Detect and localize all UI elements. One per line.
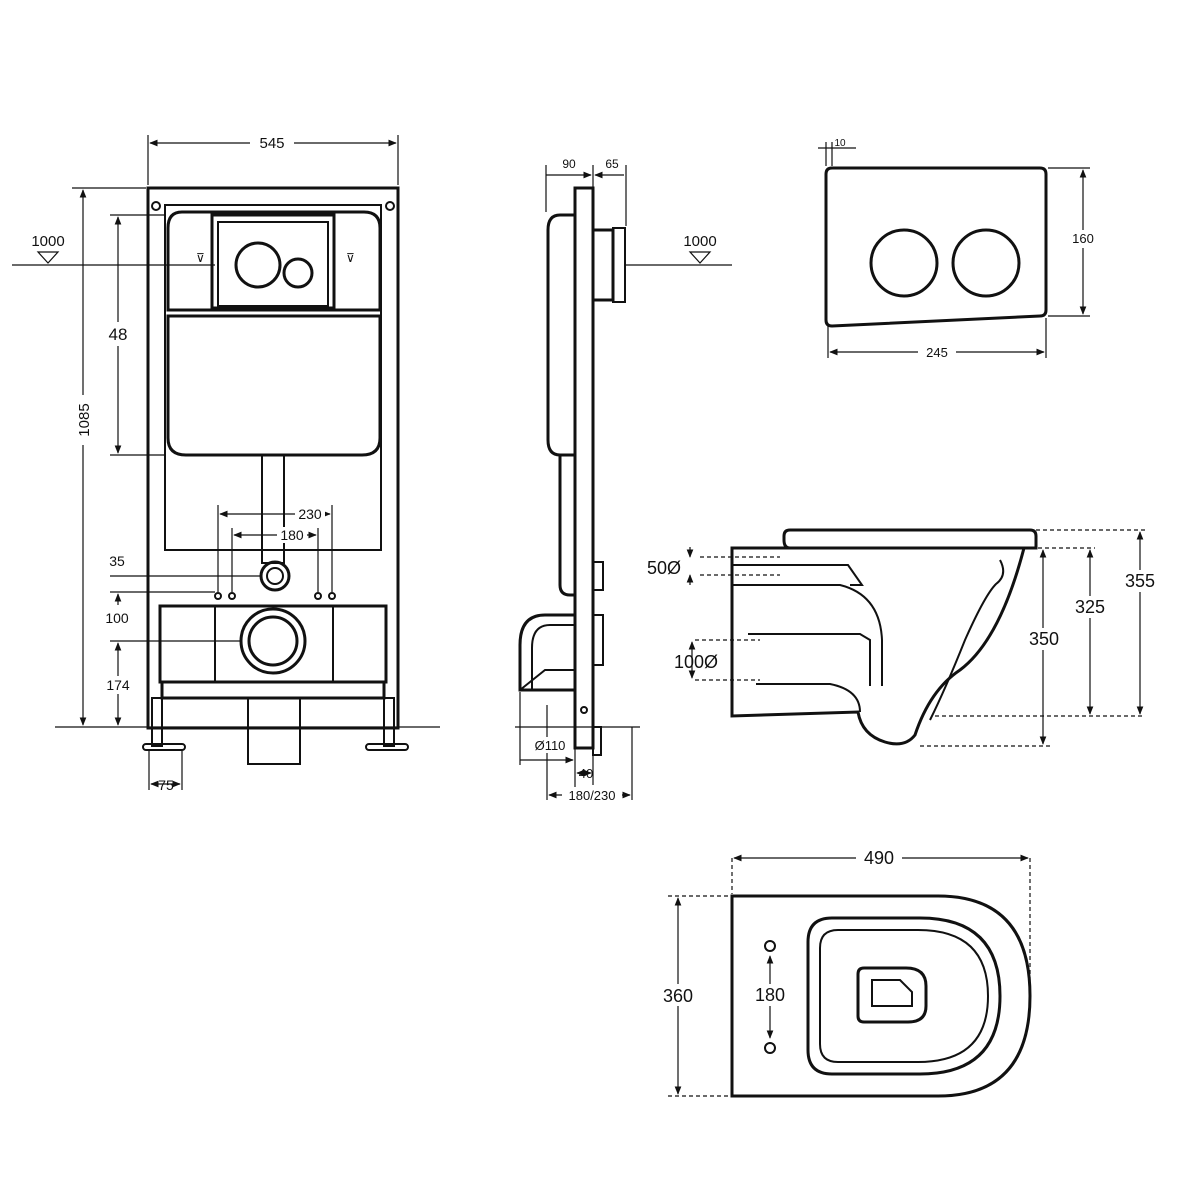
valve-icon-right: ⊽ [346,251,355,265]
dim-inlet-diameter: 50Ø [647,558,681,578]
bowl-top-rim [806,916,1002,1076]
dim-bolt-spacing: 180 [755,985,785,1005]
level-marker-left [36,251,60,264]
outlet-connector [239,607,307,675]
dim-pipe-spacing-inner: 180 [280,527,304,543]
dim-bowl-350: 350 [1029,629,1059,649]
flush-plate-button-left [869,228,939,298]
side-frame-post [573,186,595,750]
dim-bowl-width: 360 [663,986,693,1006]
dim-frame-height: 1085 [76,403,93,436]
flush-plate-view: 10 160 245 [818,138,1100,361]
dim-plate-width: 245 [926,345,948,360]
dim-offset-100: 100 [105,610,129,626]
cistern-top [166,210,382,312]
foot-left [142,743,186,751]
dim-offset-35: 35 [109,553,125,569]
side-down-pipe [558,455,575,597]
dim-plate-thickness: 10 [834,138,846,149]
bowl-top-drain [856,966,928,1024]
cistern-body [166,314,382,457]
dim-foot-width: 75 [158,777,174,793]
level-label-left: 1000 [31,233,64,250]
dim-pipe-spacing-outer: 230 [298,506,322,522]
frame-bolt-hole [385,201,395,211]
bowl-side-view: 50Ø 100Ø 350 325 355 [647,528,1160,747]
dim-plate-height: 160 [1072,231,1094,246]
level-marker-right [688,251,712,264]
bowl-inlet-channel [732,564,864,586]
bowl-body [730,546,1026,746]
bowl-top-view: 180 490 360 [656,846,1032,1098]
frame-bolt-hole [151,201,161,211]
bowl-inner-wall [929,559,1005,721]
bowl-bolt-hole-bottom [764,1042,776,1054]
bowl-seat [782,528,1038,550]
flush-button-large [234,241,282,289]
valve-icon-left: ⊽ [196,251,205,265]
side-bend-pipe [518,613,575,692]
bowl-top-inner [819,929,990,1063]
dim-offset-40: 40 [579,766,593,781]
dim-spacing: 180/230 [569,788,616,803]
side-cistern [546,213,577,457]
dim-frame-width: 545 [259,135,284,152]
flush-opening [210,213,336,310]
bowl-bolt-hole-top [764,940,776,952]
side-flush-front [612,227,626,303]
flush-plate-button-right [951,228,1021,298]
frame-side-view: 90 65 1000 Ø110 40 180/230 [515,157,732,803]
frame-front-view: ⊽ ⊽ 545 1085 1000 [12,132,440,793]
dim-bowl-355: 355 [1125,571,1155,591]
dim-floor-offset: 174 [106,677,130,693]
dim-bowl-325: 325 [1075,597,1105,617]
down-pipe [261,454,285,564]
dim-bowl-length: 490 [864,848,894,868]
flush-opening-inner [217,221,329,307]
inlet-connector [259,560,291,592]
flush-button-small [282,257,314,289]
leg-bar [160,680,386,700]
dim-outlet-diameter: 100Ø [674,652,718,672]
flush-plate-outline [824,166,1048,328]
dim-tank-height: 48 [109,325,128,344]
level-label-right: 1000 [683,233,716,250]
outlet-pipe-stub [247,697,301,765]
side-flush-plate [591,228,615,302]
leg-left [151,697,163,747]
dim-plate-depth: 65 [605,157,619,171]
dim-frame-depth: 90 [562,157,576,171]
bowl-inner-rim [748,633,871,686]
leg-right [383,697,395,747]
dim-pipe-diameter: Ø110 [535,738,566,753]
bowl-top-outline [730,894,1032,1098]
foot-right [365,743,409,751]
frame-outer [146,186,400,730]
